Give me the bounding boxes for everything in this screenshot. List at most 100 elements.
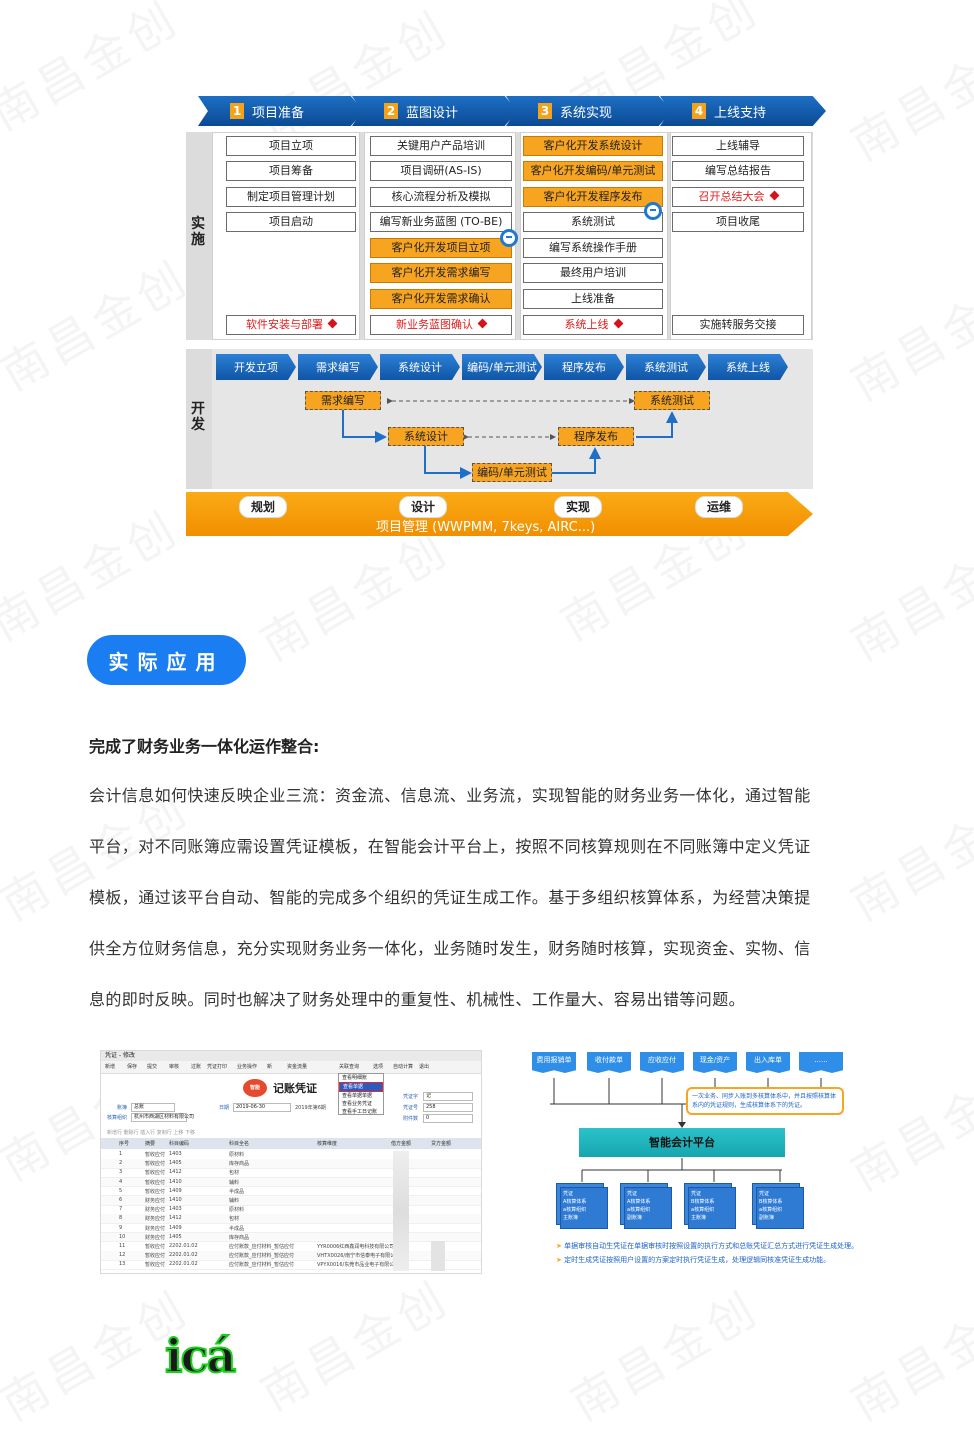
dev-flow-box: 系统设计 — [388, 427, 464, 446]
table-cell: 财务应付 — [145, 1216, 166, 1223]
watermark: 南昌金创 — [841, 260, 974, 411]
source-doc: 收付款单 — [587, 1052, 631, 1069]
stage-pill: 实现 — [554, 496, 602, 518]
table-cell: 财务应付 — [145, 1207, 166, 1214]
stack-item: 副账簿 — [759, 1215, 775, 1221]
stage-pill: 设计 — [399, 496, 447, 518]
table-cell: 原材料 — [229, 1207, 245, 1214]
toolbar-item[interactable]: 保存 — [127, 1064, 138, 1070]
stack-item: a核算组织 — [759, 1207, 783, 1213]
footer-logo: icá — [164, 1329, 237, 1383]
table-cell: 暂收应付 — [145, 1161, 166, 1168]
dev-step: 编码/单元测试 — [462, 354, 542, 380]
table-cell: 半成品 — [229, 1225, 245, 1232]
toolbar-item[interactable]: 资金流量 — [287, 1064, 308, 1070]
table-cell: VPYX0016/东莞市品业电子有限公司 — [317, 1262, 400, 1269]
menu-item[interactable]: 查看单据单据 — [342, 1093, 373, 1099]
table-cell: 6 — [119, 1197, 123, 1203]
table-cell: 1412 — [169, 1169, 182, 1176]
stack-title: 凭证 — [563, 1191, 574, 1197]
word-label: 凭证字 — [403, 1094, 419, 1100]
project-management-text: 项目管理 (WWPMM, 7keys, AIRC...) — [376, 520, 596, 535]
word-field[interactable]: 记 — [423, 1092, 473, 1101]
menu-item[interactable]: 查看业务凭证 — [342, 1101, 373, 1107]
masked-amounts — [431, 1241, 445, 1271]
development-label: 开发 — [191, 401, 205, 433]
dev-flow-box: 需求编写 — [305, 391, 381, 410]
task-box: 项目立项 — [226, 136, 356, 156]
table-cell: 半成品 — [229, 1188, 245, 1195]
date-label: 日期 — [219, 1105, 230, 1111]
table-cell: 1403 — [169, 1151, 182, 1157]
org-field[interactable]: 杭州市西湖区材料有限公司 — [131, 1113, 194, 1122]
column-header: 序号 — [119, 1141, 130, 1147]
voucher-stack: 凭证 A核算体系 a核算组织 副账簿 — [620, 1183, 672, 1229]
toolbar-item[interactable]: 自动计算 — [393, 1064, 414, 1070]
voucher-stack: 凭证 B核算体系 a核算组织 副账簿 — [752, 1183, 804, 1229]
milestone-label: 系统上线 — [564, 318, 609, 331]
table-cell: YYR0006红西鑫润电科技有限公司 — [317, 1244, 395, 1250]
number-field[interactable]: 258 — [423, 1103, 473, 1112]
phase-label: 上线支持 — [714, 105, 767, 121]
menu-item[interactable]: 查看手工日记账 — [342, 1109, 378, 1115]
development-band: 开发 开发立项 需求编写 系统设计 编码/单元测试 程序发布 系统测试 系统上线 — [186, 349, 813, 489]
toolbar-item[interactable]: 新增 — [105, 1064, 116, 1070]
watermark: 南昌金创 — [0, 0, 190, 141]
custom-dev-box: 客户化开发需求确认 — [370, 289, 512, 309]
toolbar-item[interactable]: 新 — [267, 1064, 273, 1070]
table-cell: 应付账款_应付材料_暂估应付 — [229, 1262, 295, 1269]
toolbar-item[interactable]: 选项 — [373, 1064, 384, 1070]
table-cell: 辅料 — [229, 1179, 240, 1186]
paragraph-line: 供全方位财务信息，充分实现财务业务一体化，业务随时发生，财务随时核算，实现资金、… — [89, 939, 811, 958]
table-cell: 4 — [119, 1178, 123, 1185]
toolbar-item[interactable]: 退出 — [419, 1064, 430, 1070]
toolbar-item[interactable]: 关联查询 — [339, 1064, 360, 1070]
phase-label: 系统实现 — [560, 105, 613, 121]
date-field[interactable]: 2019-06-30 — [233, 1103, 291, 1112]
phase-number: 3 — [538, 103, 552, 119]
task-box: 项目筹备 — [226, 161, 356, 181]
voucher-stack: 凭证 B核算体系 a核算组织 主账簿 — [684, 1183, 736, 1229]
column-header: 借方金额 — [391, 1141, 412, 1147]
attach-field[interactable]: 0 — [423, 1114, 473, 1123]
milestone-box: 新业务蓝图确认 — [370, 315, 512, 335]
platform-bar: 智能会计平台 — [579, 1128, 785, 1157]
menu-item[interactable]: 查看明细账 — [342, 1075, 368, 1081]
window-title: 凭证 - 修改 — [101, 1051, 481, 1061]
toolbar-item[interactable]: 提交 — [147, 1064, 158, 1070]
table-cell: 1405 — [169, 1160, 182, 1167]
custom-dev-box: 客户化开发需求编写 — [370, 263, 512, 283]
watermark: 南昌金创 — [0, 500, 190, 651]
column-header: 摘要 — [145, 1141, 156, 1147]
org-label: 核算组织 — [107, 1115, 128, 1121]
table-cell: 2202.01.02 — [169, 1261, 198, 1268]
task-box: 实施转服务交接 — [672, 315, 804, 335]
book-field[interactable]: 总账 — [131, 1103, 175, 1112]
stack-title: 凭证 — [691, 1191, 702, 1197]
toolbar-item[interactable]: 业务操作 — [237, 1064, 258, 1070]
table-cell: 13 — [119, 1261, 126, 1268]
table-cell: 1403 — [169, 1206, 182, 1213]
menu-item-selected[interactable]: 查看单据 — [339, 1082, 383, 1092]
task-box: 项目调研(AS-IS) — [370, 161, 512, 181]
toolbar-item[interactable]: 过账 — [191, 1064, 202, 1070]
toolbar-item[interactable]: 审核 — [169, 1064, 180, 1070]
toolbar-item[interactable]: 凭证打印 — [207, 1064, 228, 1070]
voucher-screenshot: 凭证 - 修改 新增 保存 提交 审核 过账 凭证打印 业务操作 新 资金流量 … — [100, 1050, 482, 1274]
